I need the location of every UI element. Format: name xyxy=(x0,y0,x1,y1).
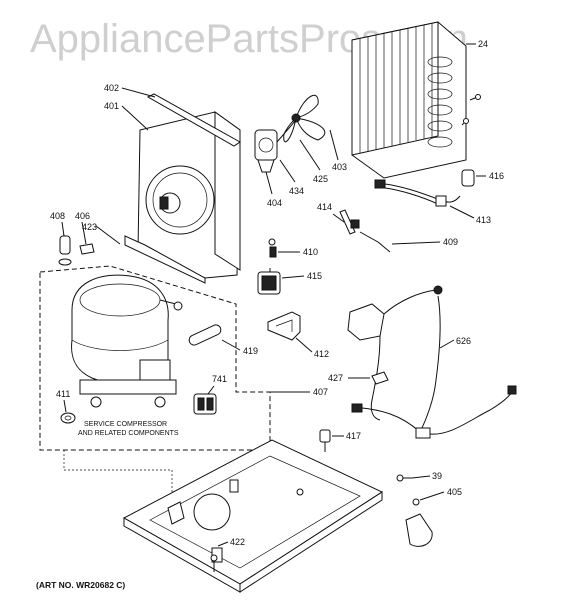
leader-434 xyxy=(279,159,296,183)
leader-406 xyxy=(81,221,87,245)
callout-415: 415 xyxy=(307,271,322,281)
callout-409: 409 xyxy=(443,237,458,247)
leader-404 xyxy=(265,171,273,195)
callout-423: 423 xyxy=(82,222,97,232)
callout-626: 626 xyxy=(456,336,471,346)
leader-39 xyxy=(411,475,431,479)
drain-tube xyxy=(359,231,391,253)
callout-403: 403 xyxy=(332,162,347,172)
callout-741: 741 xyxy=(212,374,227,384)
clip-406 xyxy=(79,243,95,255)
callout-405: 405 xyxy=(447,487,462,497)
screw-422 xyxy=(210,554,218,572)
callout-425: 425 xyxy=(313,174,328,184)
leader-425 xyxy=(299,139,321,171)
callout-408: 408 xyxy=(50,211,65,221)
service-group-outline xyxy=(39,265,271,451)
callout-404: 404 xyxy=(267,198,282,208)
callout-401: 401 xyxy=(104,101,119,111)
clip-417 xyxy=(319,429,331,452)
callout-427: 427 xyxy=(328,373,343,383)
main-wire-harness xyxy=(347,285,517,439)
callout-406: 406 xyxy=(75,211,90,221)
guide-line xyxy=(63,450,173,508)
grommet-411 xyxy=(60,412,76,424)
terminal-427 xyxy=(371,371,389,385)
capacitor xyxy=(461,169,475,187)
fan-shroud xyxy=(124,111,241,284)
screw-410 xyxy=(268,238,277,258)
callout-410: 410 xyxy=(303,247,318,257)
leader-401 xyxy=(121,105,149,131)
mounting-bracket xyxy=(267,311,301,341)
leader-412 xyxy=(295,337,313,353)
base-plate xyxy=(122,439,384,593)
overload-relay xyxy=(193,393,217,415)
leader-415 xyxy=(281,275,305,279)
leader-741 xyxy=(207,385,215,395)
leader-423 xyxy=(95,225,121,245)
callout-411: 411 xyxy=(56,389,70,399)
leader-405 xyxy=(419,491,445,501)
callout-402: 402 xyxy=(104,83,119,93)
wire-harness-413 xyxy=(374,179,461,207)
relay xyxy=(257,268,281,295)
cable-clamp-405 xyxy=(405,498,433,547)
callout-417: 417 xyxy=(346,431,361,441)
compressor xyxy=(71,274,183,408)
leader-409 xyxy=(391,241,441,245)
leader-626 xyxy=(439,339,455,349)
callout-434: 434 xyxy=(289,186,304,196)
callout-416: 416 xyxy=(489,171,504,181)
leader-403 xyxy=(329,129,339,161)
service-note-line2: AND RELATED COMPONENTS xyxy=(78,430,179,437)
service-note-line1: SERVICE COMPRESSOR xyxy=(84,421,167,428)
callout-413: 413 xyxy=(476,215,491,225)
callout-407: 407 xyxy=(313,387,328,397)
condenser-screws xyxy=(461,94,481,126)
tie-strap xyxy=(339,209,360,235)
leader-413 xyxy=(449,205,475,219)
leader-408 xyxy=(61,221,65,237)
callout-422: 422 xyxy=(230,537,245,547)
grommet-408 xyxy=(58,235,72,266)
callout-412: 412 xyxy=(314,349,329,359)
leader-414 xyxy=(332,213,345,223)
leader-422 xyxy=(217,541,229,547)
callout-39: 39 xyxy=(432,471,442,481)
leader-419 xyxy=(221,339,241,351)
fan-blade xyxy=(283,94,326,143)
condenser-coil xyxy=(351,21,467,179)
leader-402 xyxy=(121,87,156,98)
top-insulation-strip xyxy=(146,93,241,147)
filter-drier xyxy=(188,324,222,346)
callout-24: 24 xyxy=(478,39,488,49)
callout-419: 419 xyxy=(243,346,258,356)
leader-411 xyxy=(63,399,67,413)
fan-motor xyxy=(254,119,297,173)
screw-39 xyxy=(396,474,412,482)
callout-414: 414 xyxy=(317,202,332,212)
art-number: (ART NO. WR20682 C) xyxy=(36,580,125,590)
